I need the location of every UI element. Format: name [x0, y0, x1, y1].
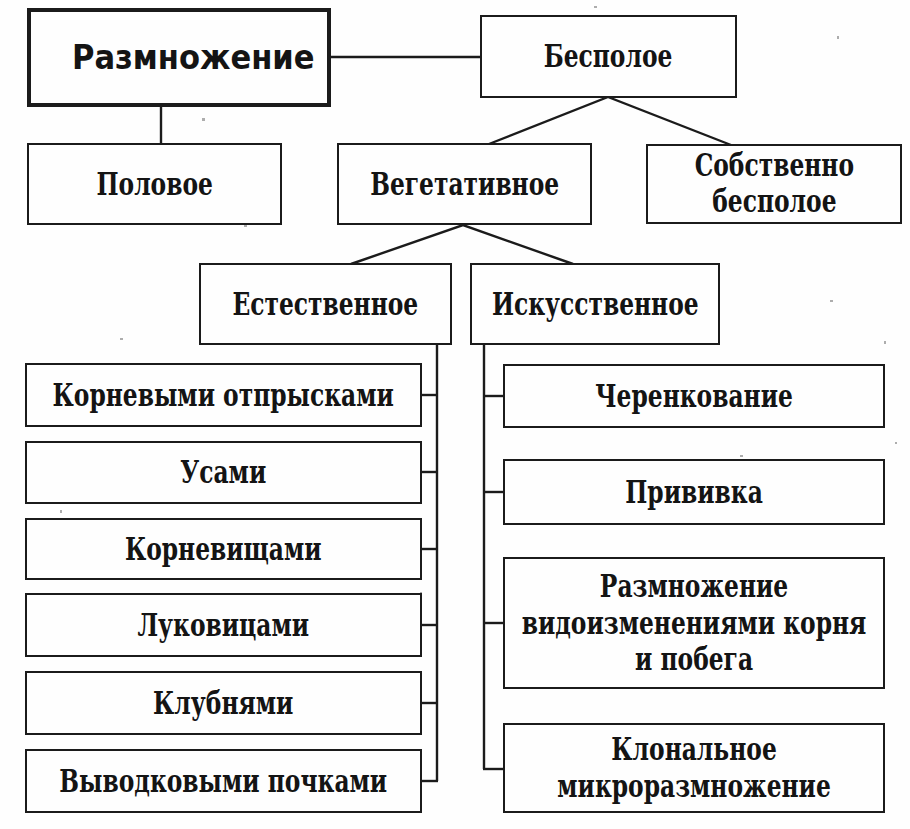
- connector-vegetativnoe-children: [351, 225, 573, 264]
- node-kornevishchami-label: Корневищами: [28, 531, 418, 568]
- node-kornevymi-otpryskami-label: Корневыми отпрысками: [28, 377, 418, 414]
- node-bespoloe: Бесполое: [480, 15, 737, 98]
- node-iskusstvennoe-label: Искусственное: [473, 286, 717, 323]
- node-estestvennoe: Естественное: [199, 263, 452, 345]
- node-razmnozhenie-vidoizmeneniyami: Размножение видоизменениями корня и побе…: [503, 557, 885, 689]
- node-sobstvenno-bespoloe-label: Собственно бесполое: [649, 148, 899, 220]
- node-cherenkovanie-label: Черенкование: [506, 378, 881, 415]
- node-vyvodkovymi-pochkami-label: Выводковыми почками: [28, 763, 418, 800]
- node-klonalnoe-mikrorazmnozhenie-label: Клональное микроразмножение: [506, 731, 881, 805]
- node-lukovitsami: Луковицами: [25, 593, 422, 657]
- node-polovoe-label: Половое: [30, 166, 279, 203]
- node-bespoloe-label: Бесполое: [483, 38, 734, 75]
- connector-bespoloe-children: [489, 97, 731, 145]
- node-razmnozhenie-vidoizmeneniyami-label: Размножение видоизменениями корня и побе…: [506, 568, 881, 678]
- node-iskusstvennoe: Искусственное: [470, 263, 720, 345]
- node-vyvodkovymi-pochkami: Выводковыми почками: [25, 749, 422, 813]
- node-privivka-label: Прививка: [506, 474, 881, 511]
- node-lukovitsami-label: Луковицами: [28, 607, 418, 644]
- node-usami: Усами: [25, 441, 422, 504]
- node-klonalnoe-mikrorazmnozhenie: Клональное микроразмножение: [503, 723, 885, 813]
- node-estestvennoe-label: Естественное: [202, 286, 449, 323]
- node-polovoe: Половое: [27, 143, 282, 225]
- node-usami-label: Усами: [28, 454, 418, 491]
- node-klubnyami-label: Клубнями: [28, 685, 418, 722]
- node-vegetativnoe: Вегетативное: [337, 143, 592, 225]
- node-razmnozhenie: Размножение: [27, 8, 331, 107]
- node-privivka: Прививка: [503, 459, 885, 525]
- node-razmnozhenie-label: Размножение: [12, 38, 374, 77]
- node-kornevishchami: Корневищами: [25, 518, 422, 580]
- node-kornevymi-otpryskami: Корневыми отпрысками: [25, 363, 422, 427]
- node-sobstvenno-bespoloe: Собственно бесполое: [646, 144, 902, 224]
- node-klubnyami: Клубнями: [25, 671, 422, 735]
- node-vegetativnoe-label: Вегетативное: [340, 166, 589, 203]
- node-cherenkovanie: Черенкование: [503, 364, 885, 428]
